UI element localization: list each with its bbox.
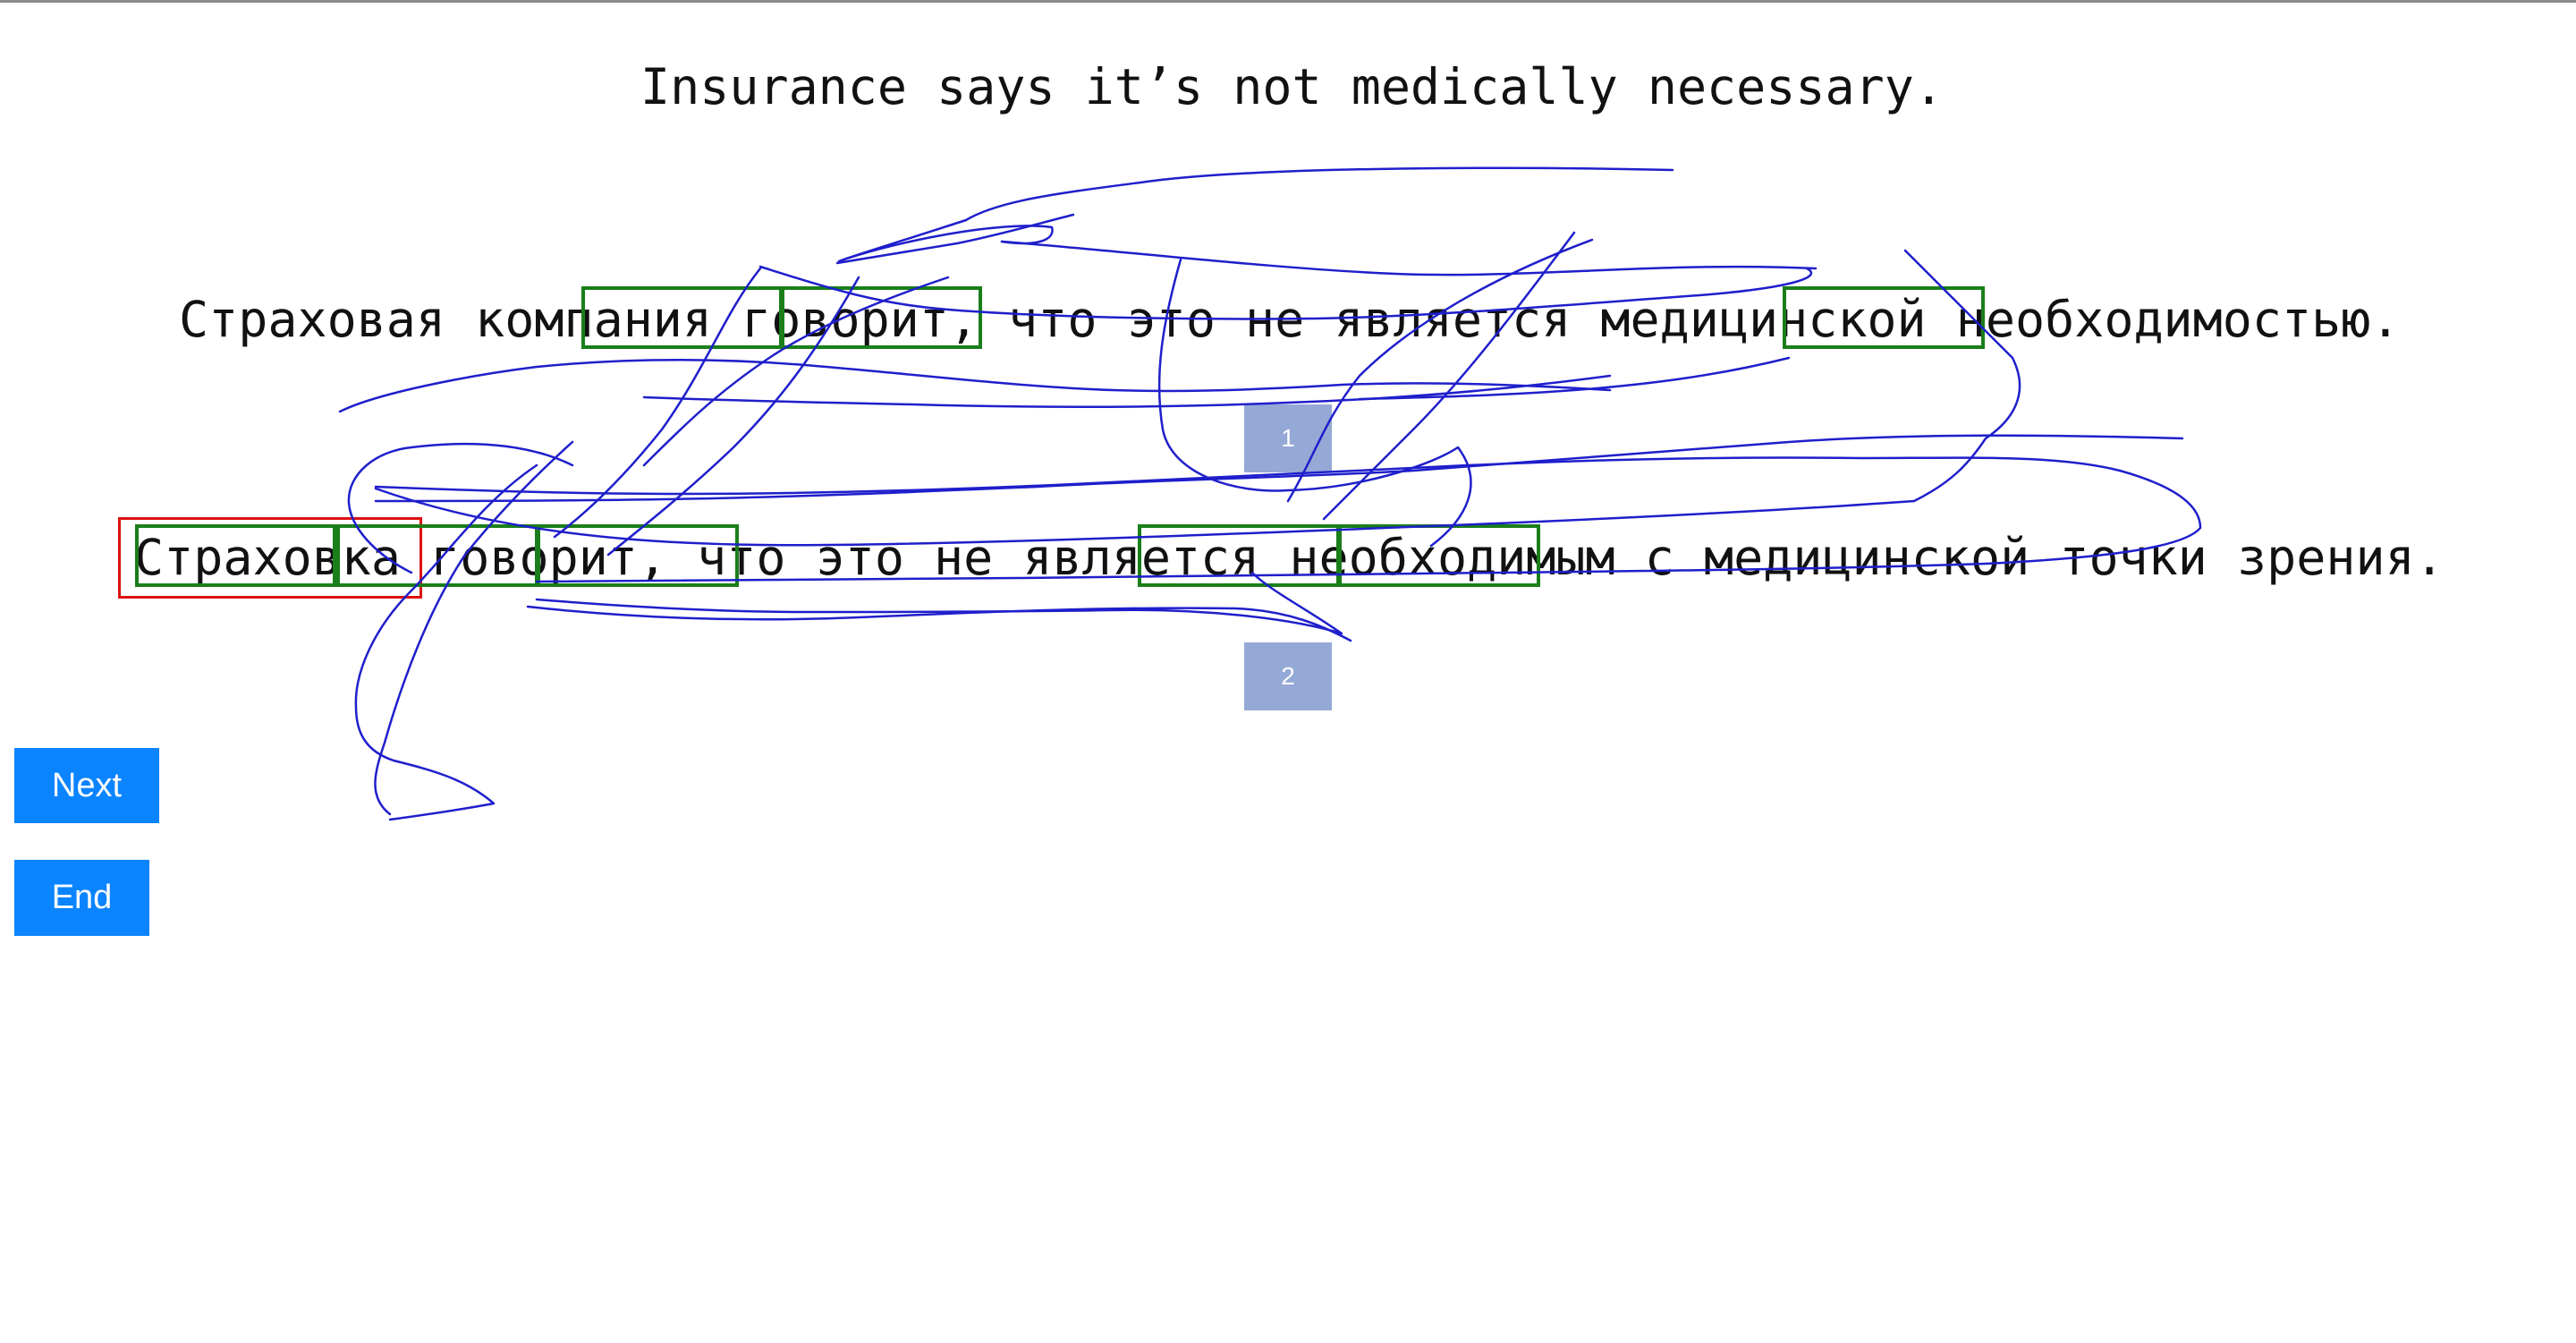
top-border <box>0 0 2576 3</box>
gaze-trace-path <box>1322 231 1576 521</box>
end-button[interactable]: End <box>14 860 149 936</box>
translation-1-highlight-box <box>781 286 982 349</box>
source-sentence: Insurance says it’s not medically necess… <box>640 58 1944 115</box>
gaze-trace-path <box>837 166 1674 263</box>
gaze-trace-path <box>1286 238 1594 503</box>
translation-2-highlight-box <box>336 524 538 587</box>
translation-1-highlight-box <box>581 286 783 349</box>
gaze-trace-path <box>835 213 1075 265</box>
gaze-trace-path <box>374 440 574 816</box>
translation-1-sentence: Страховая компания говорит, что это не я… <box>179 291 2401 348</box>
translation-2-highlight-box <box>537 524 739 587</box>
translation-2-badge[interactable]: 2 <box>1244 642 1332 710</box>
gaze-trace-path <box>338 358 1612 413</box>
next-button[interactable]: Next <box>14 748 159 823</box>
translation-1-badge[interactable]: 1 <box>1244 404 1332 472</box>
translation-2-highlight-box <box>135 524 336 587</box>
translation-2-highlight-box <box>1338 524 1540 587</box>
gaze-trace-path <box>526 605 1352 642</box>
gaze-trace-path <box>642 374 1612 409</box>
translation-1-highlight-box <box>1783 286 1985 349</box>
gaze-trace-path <box>1000 240 1818 276</box>
gaze-trace-path <box>1358 356 1791 401</box>
gaze-trace-path <box>837 225 1054 263</box>
translation-2-highlight-box <box>1138 524 1340 587</box>
